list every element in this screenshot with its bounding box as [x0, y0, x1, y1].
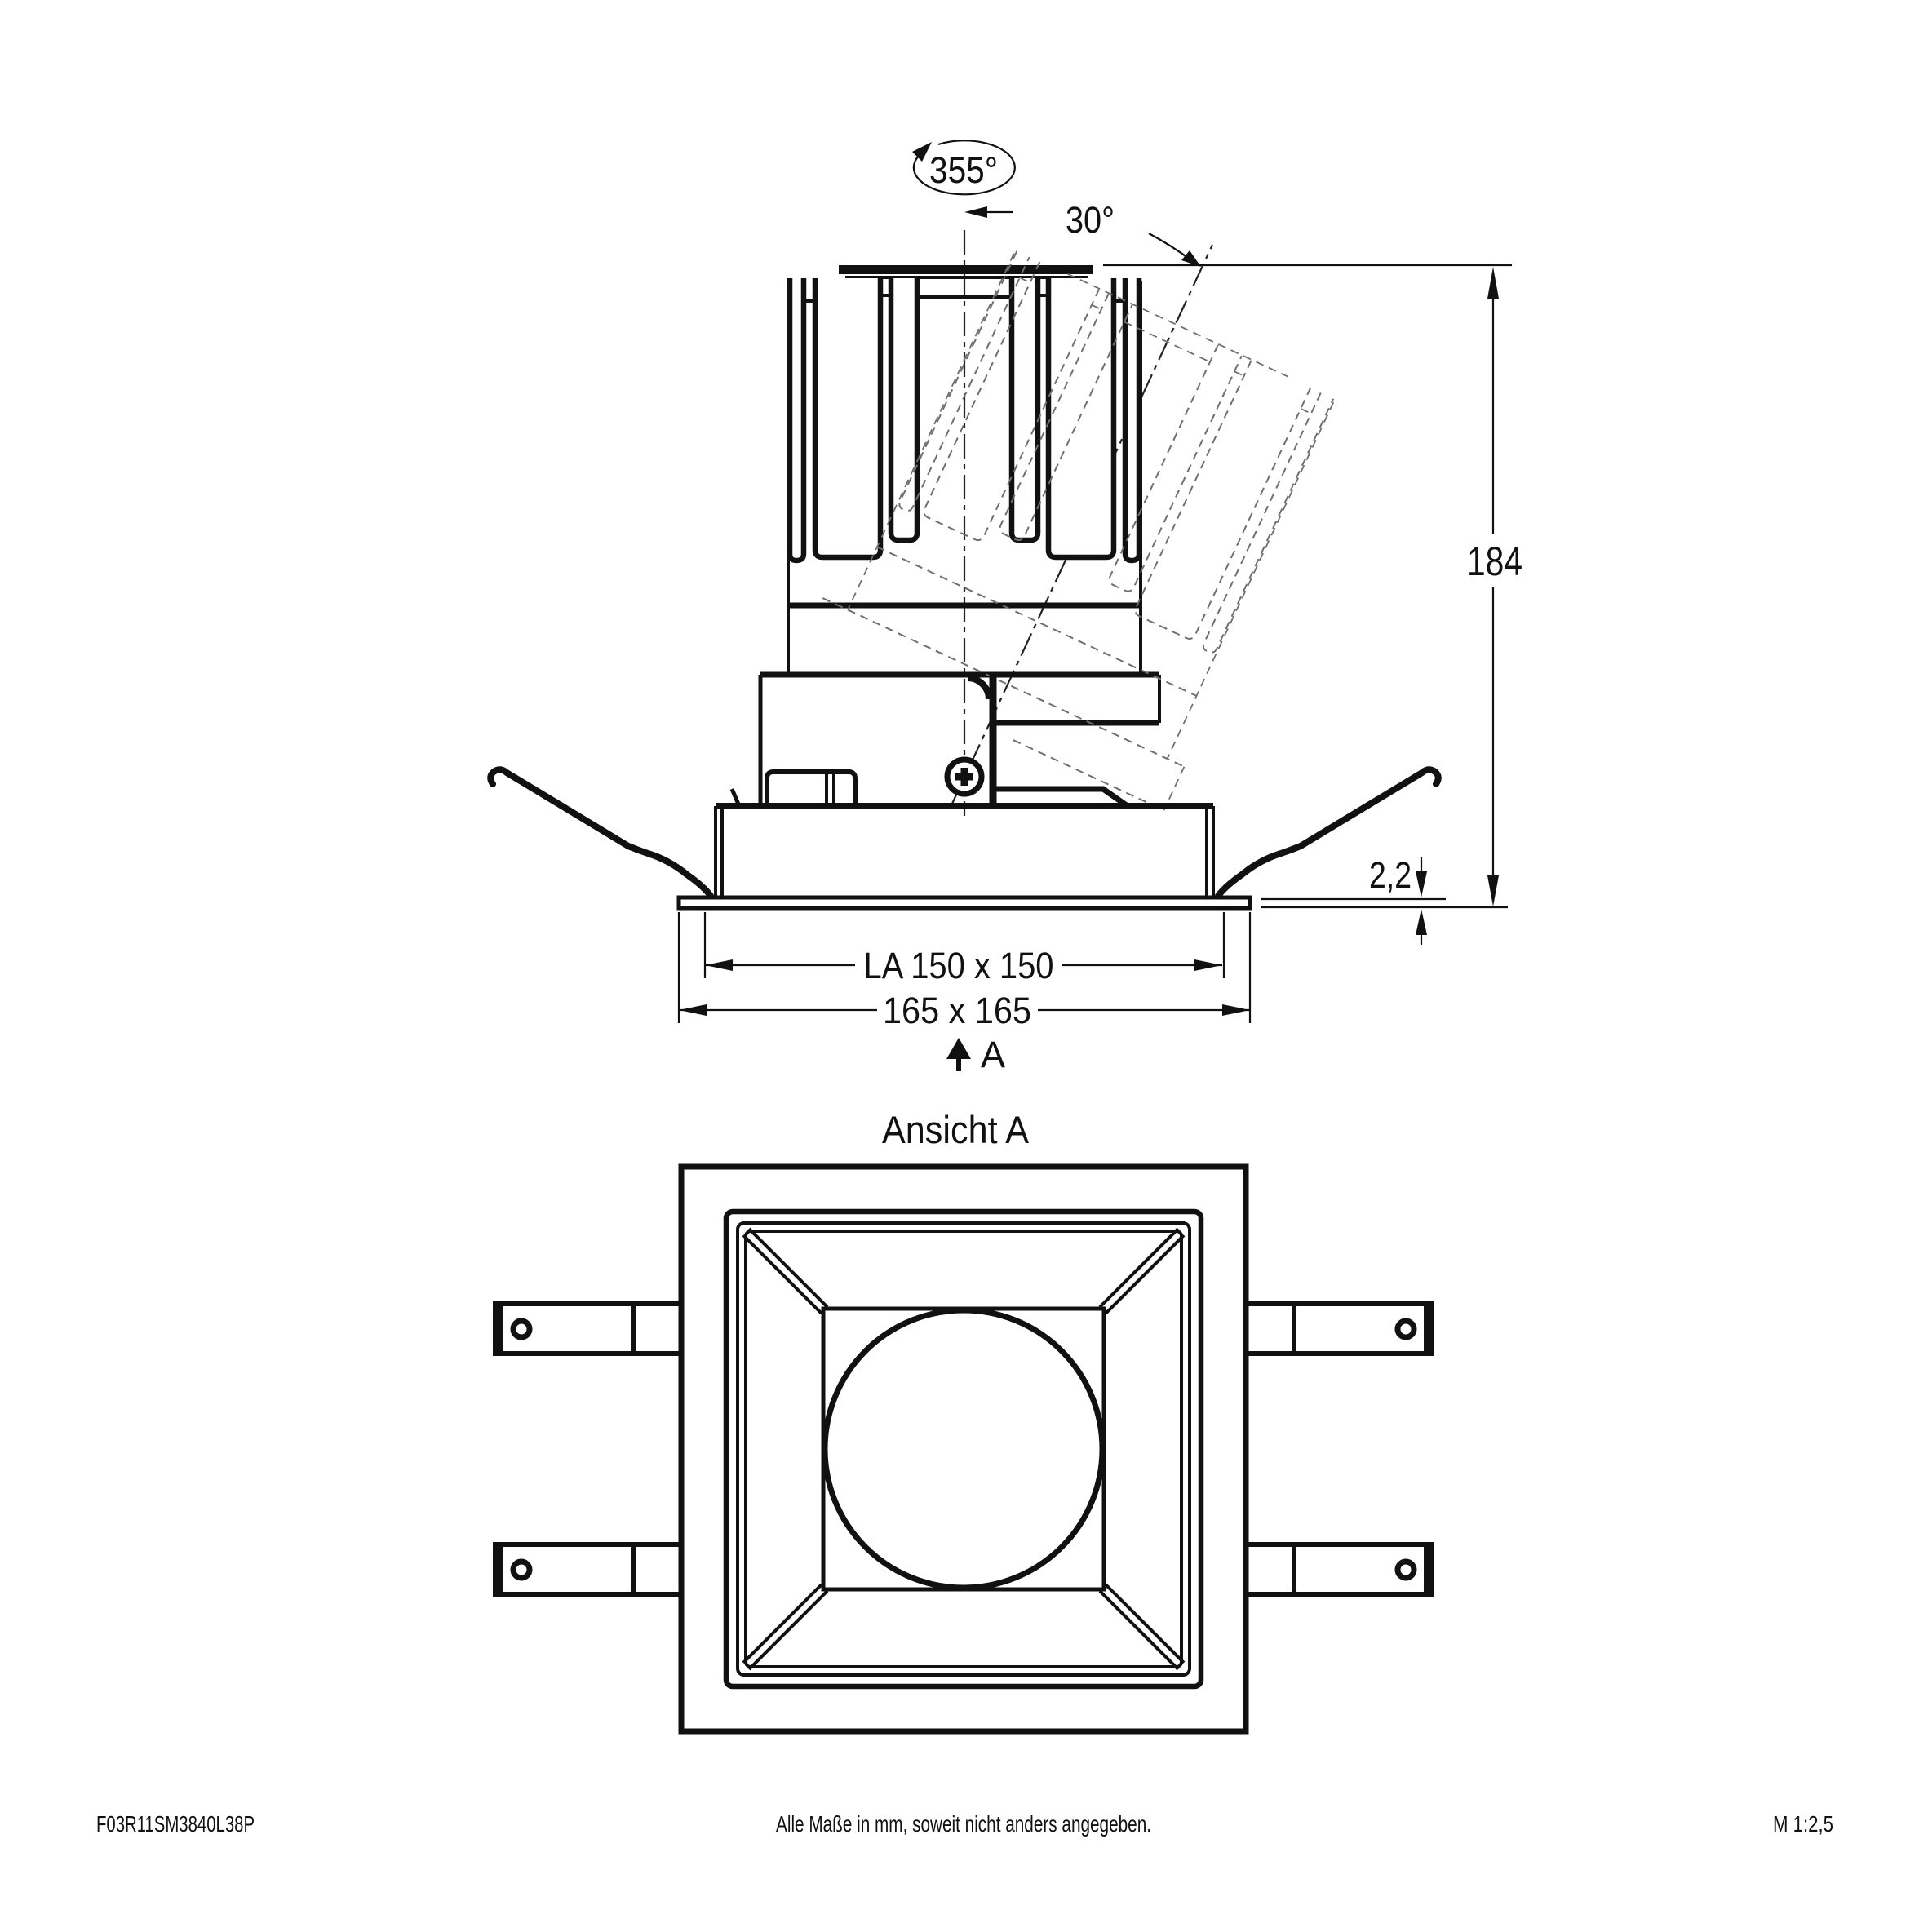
outer-square [678, 1163, 1249, 1735]
tab-hole [510, 1558, 533, 1581]
tab-hole [1394, 1558, 1417, 1581]
rotation-label: 355° [929, 149, 998, 191]
mounting-tab-bottom-right [1243, 1542, 1434, 1597]
rotation-annotation: 355° [912, 140, 1016, 218]
mounting-tab-top-right [1243, 1301, 1434, 1356]
mounting-tab-bottom-left [493, 1542, 684, 1597]
dimensions-note: Alle Maße in mm, soweit nicht anders ang… [776, 1811, 1151, 1837]
lens-circle [822, 1307, 1106, 1591]
height-label: 184 [1467, 538, 1522, 584]
height-dimension: 184 [1103, 264, 1522, 906]
article-number: F03R11SM3840L38P [96, 1811, 255, 1837]
front-view-title: Ansicht A [882, 1108, 1030, 1151]
tilt-label: 30° [1066, 199, 1115, 241]
mounting-tab-top-left [493, 1301, 684, 1356]
side-view: 355° 30° 184 2,2 LA [487, 140, 1522, 1075]
screw-cross [955, 768, 973, 786]
cutout-label: LA 150 x 150 [864, 945, 1054, 986]
trim-flange [676, 895, 1252, 911]
spring-right [1215, 766, 1442, 899]
tab-hole [1394, 1318, 1417, 1340]
footer: F03R11SM3840L38P Alle Maße in mm, soweit… [96, 1811, 1833, 1837]
spring-left [487, 766, 714, 899]
heatsink-module [760, 265, 1159, 723]
cutout-dimension: LA 150 x 150 165 x 165 [677, 912, 1252, 1031]
tab-hole [510, 1318, 533, 1340]
view-direction-arrow: A [946, 1034, 1005, 1075]
mounting-bracket [487, 675, 1442, 911]
view-arrow-label: A [981, 1034, 1005, 1075]
flange-thickness-label: 2,2 [1369, 854, 1412, 896]
tilt-annotation: 30° [1066, 199, 1201, 267]
frame-inner [736, 1221, 1191, 1677]
rotation-arrowhead [912, 142, 932, 162]
front-view: Ansicht A [493, 1108, 1434, 1735]
reflector-outer [744, 1230, 1183, 1668]
scale-label: M 1:2,5 [1773, 1811, 1833, 1837]
overall-label: 165 x 165 [883, 990, 1031, 1031]
frame-outer [723, 1208, 1204, 1690]
reflector-corner-bevels [742, 1227, 1186, 1671]
flange-thickness-dimension: 2,2 [1261, 854, 1508, 945]
